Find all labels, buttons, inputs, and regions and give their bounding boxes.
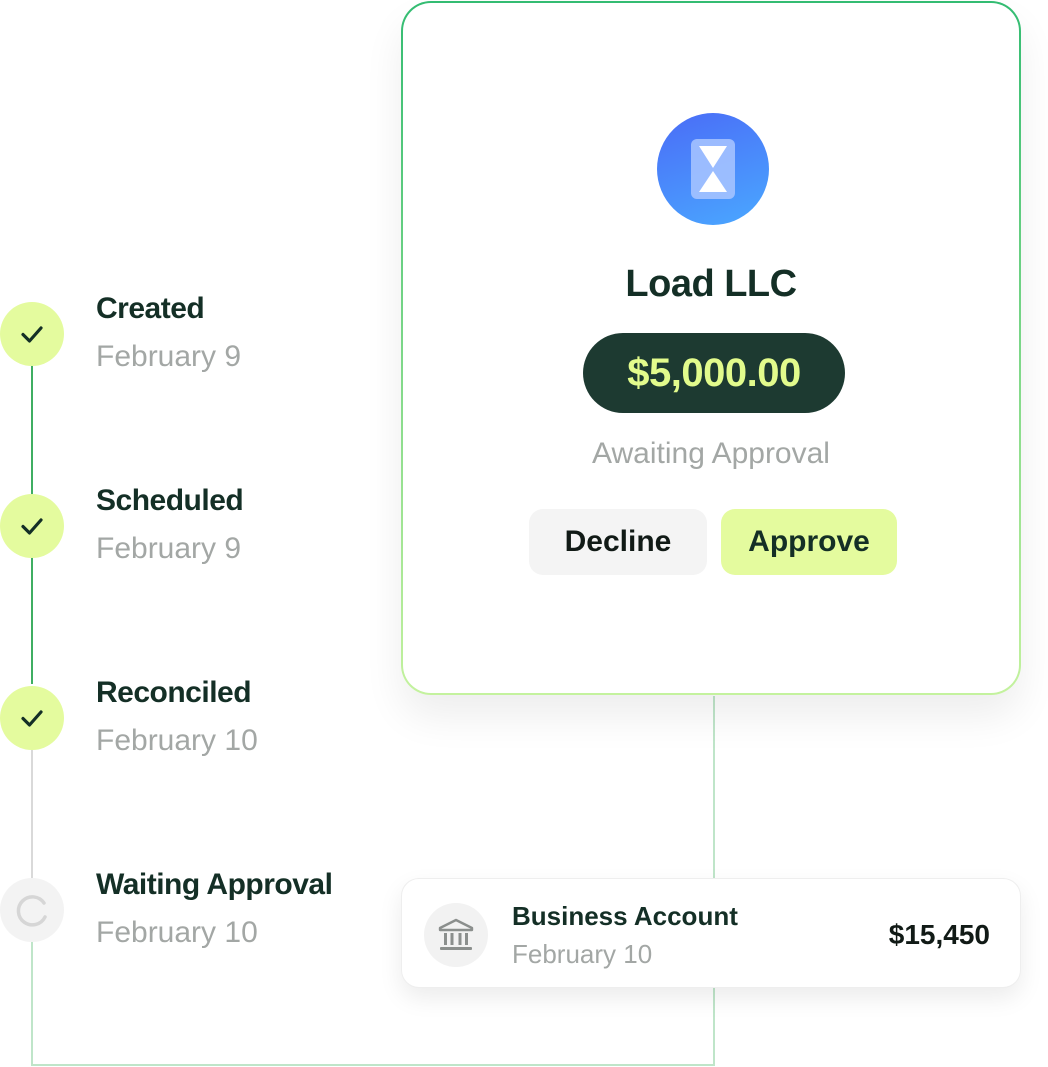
payment-request-card: Load LLC $5,000.00 Awaiting Approval Dec…: [401, 1, 1021, 695]
payment-status: Awaiting Approval: [592, 437, 830, 470]
payee-name: Load LLC: [625, 263, 797, 305]
step-date: February 9: [96, 532, 242, 565]
step-status-done: [0, 494, 64, 558]
timeline-step-reconciled: Reconciled February 10: [0, 676, 380, 757]
step-date: February 10: [96, 724, 258, 757]
timeline-connector-tail: [31, 942, 33, 1066]
step-status-done: [0, 302, 64, 366]
flow-connector-bottom: [31, 1064, 715, 1066]
account-balance: $15,450: [888, 919, 990, 950]
flow-connector-account-to-bottom: [713, 988, 715, 1066]
check-icon: [21, 518, 43, 535]
step-title: Reconciled: [96, 676, 252, 709]
step-title: Created: [96, 292, 205, 325]
check-icon: [21, 710, 43, 727]
step-title: Scheduled: [96, 484, 244, 517]
step-title: Waiting Approval: [96, 868, 333, 901]
flow-connector-card-to-account: [713, 696, 715, 880]
spinner-icon: [16, 895, 47, 927]
approve-button[interactable]: Approve: [721, 509, 897, 575]
account-name: Business Account: [512, 901, 738, 931]
step-status-done: [0, 686, 64, 750]
account-date: February 10: [512, 939, 653, 969]
step-date: February 9: [96, 340, 242, 373]
bank-icon: [424, 903, 488, 967]
funding-account-card[interactable]: Business Account February 10 $15,450: [401, 878, 1021, 988]
check-icon: [21, 326, 43, 343]
timeline-step-waiting-approval: Waiting Approval February 10: [0, 868, 380, 949]
timeline-step-created: Created February 9: [0, 292, 380, 373]
decline-button[interactable]: Decline: [529, 509, 707, 575]
payment-amount: $5,000.00: [583, 333, 845, 413]
timeline-connector-pending: [31, 750, 33, 878]
step-date: February 10: [96, 916, 258, 949]
hourglass-icon: [657, 113, 769, 225]
timeline-step-scheduled: Scheduled February 9: [0, 484, 380, 565]
step-status-pending: [0, 878, 64, 942]
